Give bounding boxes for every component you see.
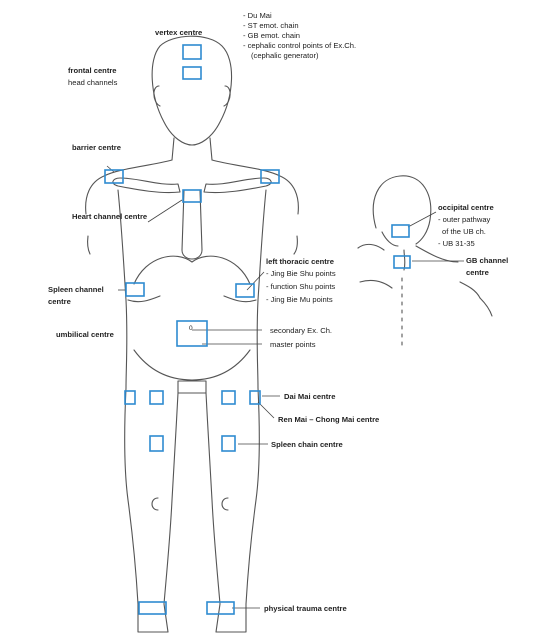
vertex-label: vertex centre bbox=[155, 28, 203, 37]
left-thoracic-box bbox=[235, 283, 255, 298]
trauma-box-left bbox=[138, 601, 167, 615]
head-channels-label: head channels bbox=[68, 78, 118, 87]
spleen-chain-box-left bbox=[149, 435, 164, 452]
heart-label: Heart channel centre bbox=[72, 212, 148, 221]
barrier-box-left bbox=[104, 169, 124, 184]
top-list-item: - ST emot. chain bbox=[243, 21, 299, 30]
occipital-box bbox=[391, 224, 410, 238]
dai-mai-box-2 bbox=[249, 390, 261, 405]
heart-box bbox=[182, 189, 202, 203]
top-list-item: - cephalic control points of Ex.Ch. bbox=[243, 41, 357, 50]
secondary-ex-label: secondary Ex. Ch. bbox=[270, 326, 333, 335]
jing-bie-shu-label: - Jing Bie Shu points bbox=[266, 269, 336, 278]
frontal-label: frontal centre bbox=[68, 66, 117, 75]
jing-bie-mu-label: - Jing Bie Mu points bbox=[266, 295, 333, 304]
ren-mai-box-2 bbox=[221, 390, 236, 405]
barrier-box-right bbox=[260, 169, 280, 184]
dai-mai-label: Dai Mai centre bbox=[284, 392, 336, 401]
gb-channel-label-2: centre bbox=[466, 268, 489, 277]
spleen-chain-label: Spleen chain centre bbox=[271, 440, 343, 449]
umbilical-box bbox=[176, 320, 208, 347]
dai-mai-box-1 bbox=[124, 390, 136, 405]
master-points-label: master points bbox=[270, 340, 316, 349]
umbilical-box-number: 0 bbox=[189, 325, 193, 332]
occipital-label: occipital centre bbox=[438, 203, 494, 212]
spleen-channel-label-2: centre bbox=[48, 297, 71, 306]
top-list-item: - GB emot. chain bbox=[243, 31, 300, 40]
physical-trauma-label: physical trauma centre bbox=[264, 604, 347, 613]
spleen-channel-box bbox=[125, 282, 145, 297]
back-head-outline bbox=[357, 175, 493, 351]
ub-31-35-label: - UB 31-35 bbox=[438, 239, 475, 248]
barrier-label: barrier centre bbox=[72, 143, 121, 152]
trauma-box-right bbox=[206, 601, 235, 615]
left-thoracic-label: left thoracic centre bbox=[266, 257, 334, 266]
vertex-box bbox=[182, 44, 202, 60]
leader-lines bbox=[106, 165, 464, 609]
ren-mai-box-1 bbox=[149, 390, 164, 405]
top-list-item: (cephalic generator) bbox=[251, 51, 319, 60]
outer-pathway-label: - outer pathway bbox=[438, 215, 491, 224]
of-ub-label: of the UB ch. bbox=[442, 227, 486, 236]
gb-channel-label: GB channel bbox=[466, 256, 509, 265]
top-list: - Du Mai - ST emot. chain - GB emot. cha… bbox=[243, 11, 356, 61]
top-list-item: - Du Mai bbox=[243, 11, 272, 20]
gb-channel-box bbox=[393, 255, 411, 269]
function-shu-label: - function Shu points bbox=[266, 282, 336, 291]
ren-mai-label: Ren Mai – Chong Mai centre bbox=[278, 415, 380, 424]
spleen-chain-box-right bbox=[221, 435, 236, 452]
spleen-channel-label: Spleen channel bbox=[48, 285, 104, 294]
frontal-box bbox=[182, 66, 202, 80]
umbilical-label: umbilical centre bbox=[56, 330, 114, 339]
centre-boxes bbox=[104, 44, 411, 615]
body-outline bbox=[85, 35, 299, 633]
